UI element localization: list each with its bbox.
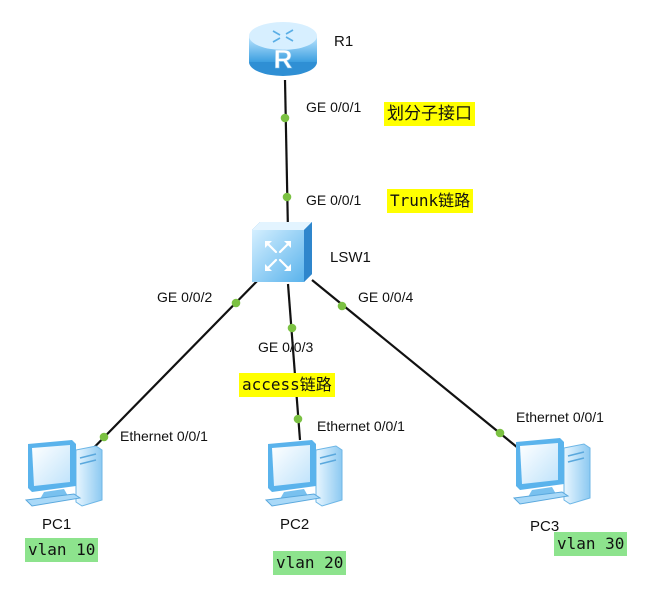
pc-icon (24, 440, 103, 507)
port-dot-lsw1-ge002 (231, 298, 241, 308)
svg-text:R: R (274, 44, 293, 74)
port-dot-lsw1-ge004 (337, 301, 347, 311)
port-dot-pc1-eth (99, 432, 109, 442)
port-dot-r1-ge001 (280, 113, 290, 123)
link-lsw1-pc3 (311, 279, 524, 453)
pc-pc3[interactable] (510, 436, 592, 512)
port-dot-pc2-eth (293, 414, 303, 424)
note-pc2-vlan: vlan 20 (273, 551, 347, 575)
note-pc3-vlan: vlan 30 (554, 532, 628, 556)
port-label-lsw1-ge002: GE 0/0/2 (157, 289, 213, 305)
router-icon: R (249, 22, 317, 76)
port-dot-lsw1-ge003 (287, 323, 297, 333)
port-label-pc3-eth: Ethernet 0/0/1 (516, 409, 604, 425)
switch-icon (252, 222, 312, 282)
pc2-label: PC2 (280, 516, 310, 533)
pc-pc2[interactable] (262, 438, 344, 514)
note-subinterface: 划分子接口 (384, 102, 475, 126)
router-r1[interactable]: R (247, 14, 319, 80)
pc-icon (264, 440, 343, 507)
pc-icon (512, 438, 591, 505)
pc-pc1[interactable] (22, 438, 104, 514)
port-dot-lsw1-ge001 (282, 192, 292, 202)
note-pc1-vlan: vlan 10 (25, 538, 99, 562)
note-trunk-link: Trunk链路 (387, 189, 474, 213)
switch-lsw1-label: LSW1 (330, 249, 371, 266)
switch-lsw1[interactable] (252, 222, 312, 282)
router-r1-label: R1 (334, 33, 354, 50)
pc1-label: PC1 (42, 516, 72, 533)
port-label-lsw1-ge003: GE 0/0/3 (258, 339, 314, 355)
port-label-r1-ge001: GE 0/0/1 (306, 99, 362, 115)
port-label-lsw1-ge001: GE 0/0/1 (306, 192, 362, 208)
pc3-label: PC3 (530, 518, 560, 535)
port-label-lsw1-ge004: GE 0/0/4 (358, 289, 414, 305)
port-dot-pc3-eth (495, 428, 505, 438)
note-access-link: access链路 (239, 373, 335, 397)
port-label-pc2-eth: Ethernet 0/0/1 (317, 418, 405, 434)
link-r1-lsw1 (283, 79, 290, 233)
link-lsw1-pc2 (286, 283, 302, 441)
port-label-pc1-eth: Ethernet 0/0/1 (120, 428, 208, 444)
